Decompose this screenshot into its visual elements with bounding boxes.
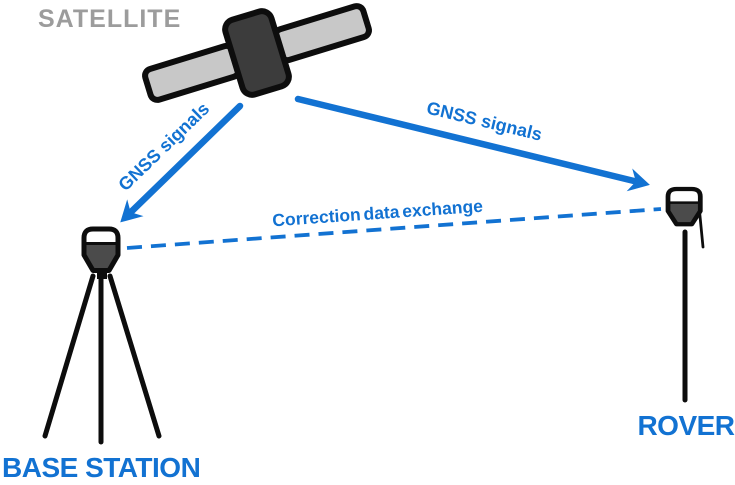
gnss-arrow-left bbox=[120, 102, 244, 223]
satellite-panel-right bbox=[272, 3, 372, 64]
receiver-head-bottom bbox=[669, 202, 699, 223]
rover-receiver-head bbox=[665, 186, 703, 227]
receiver-head-bottom bbox=[85, 243, 117, 269]
base-receiver-head bbox=[81, 226, 121, 273]
tripod-leg-left bbox=[42, 273, 96, 439]
gnss-arrow-right bbox=[294, 95, 650, 192]
tripod-leg-right bbox=[107, 273, 162, 439]
rover-label: ROVER bbox=[637, 410, 734, 441]
base-station-label: BASE STATION bbox=[2, 452, 200, 483]
correction-link-line bbox=[126, 207, 662, 250]
pole-receiver-icon bbox=[665, 186, 705, 403]
receiver-head-outline bbox=[81, 226, 121, 273]
tripod-receiver-icon bbox=[42, 226, 162, 445]
satellite-icon bbox=[142, 3, 372, 103]
receiver-head-outline bbox=[665, 186, 703, 227]
satellite-body bbox=[222, 8, 292, 98]
satellite-panel-left bbox=[142, 42, 242, 103]
satellite-label: SATELLITE bbox=[38, 5, 181, 33]
